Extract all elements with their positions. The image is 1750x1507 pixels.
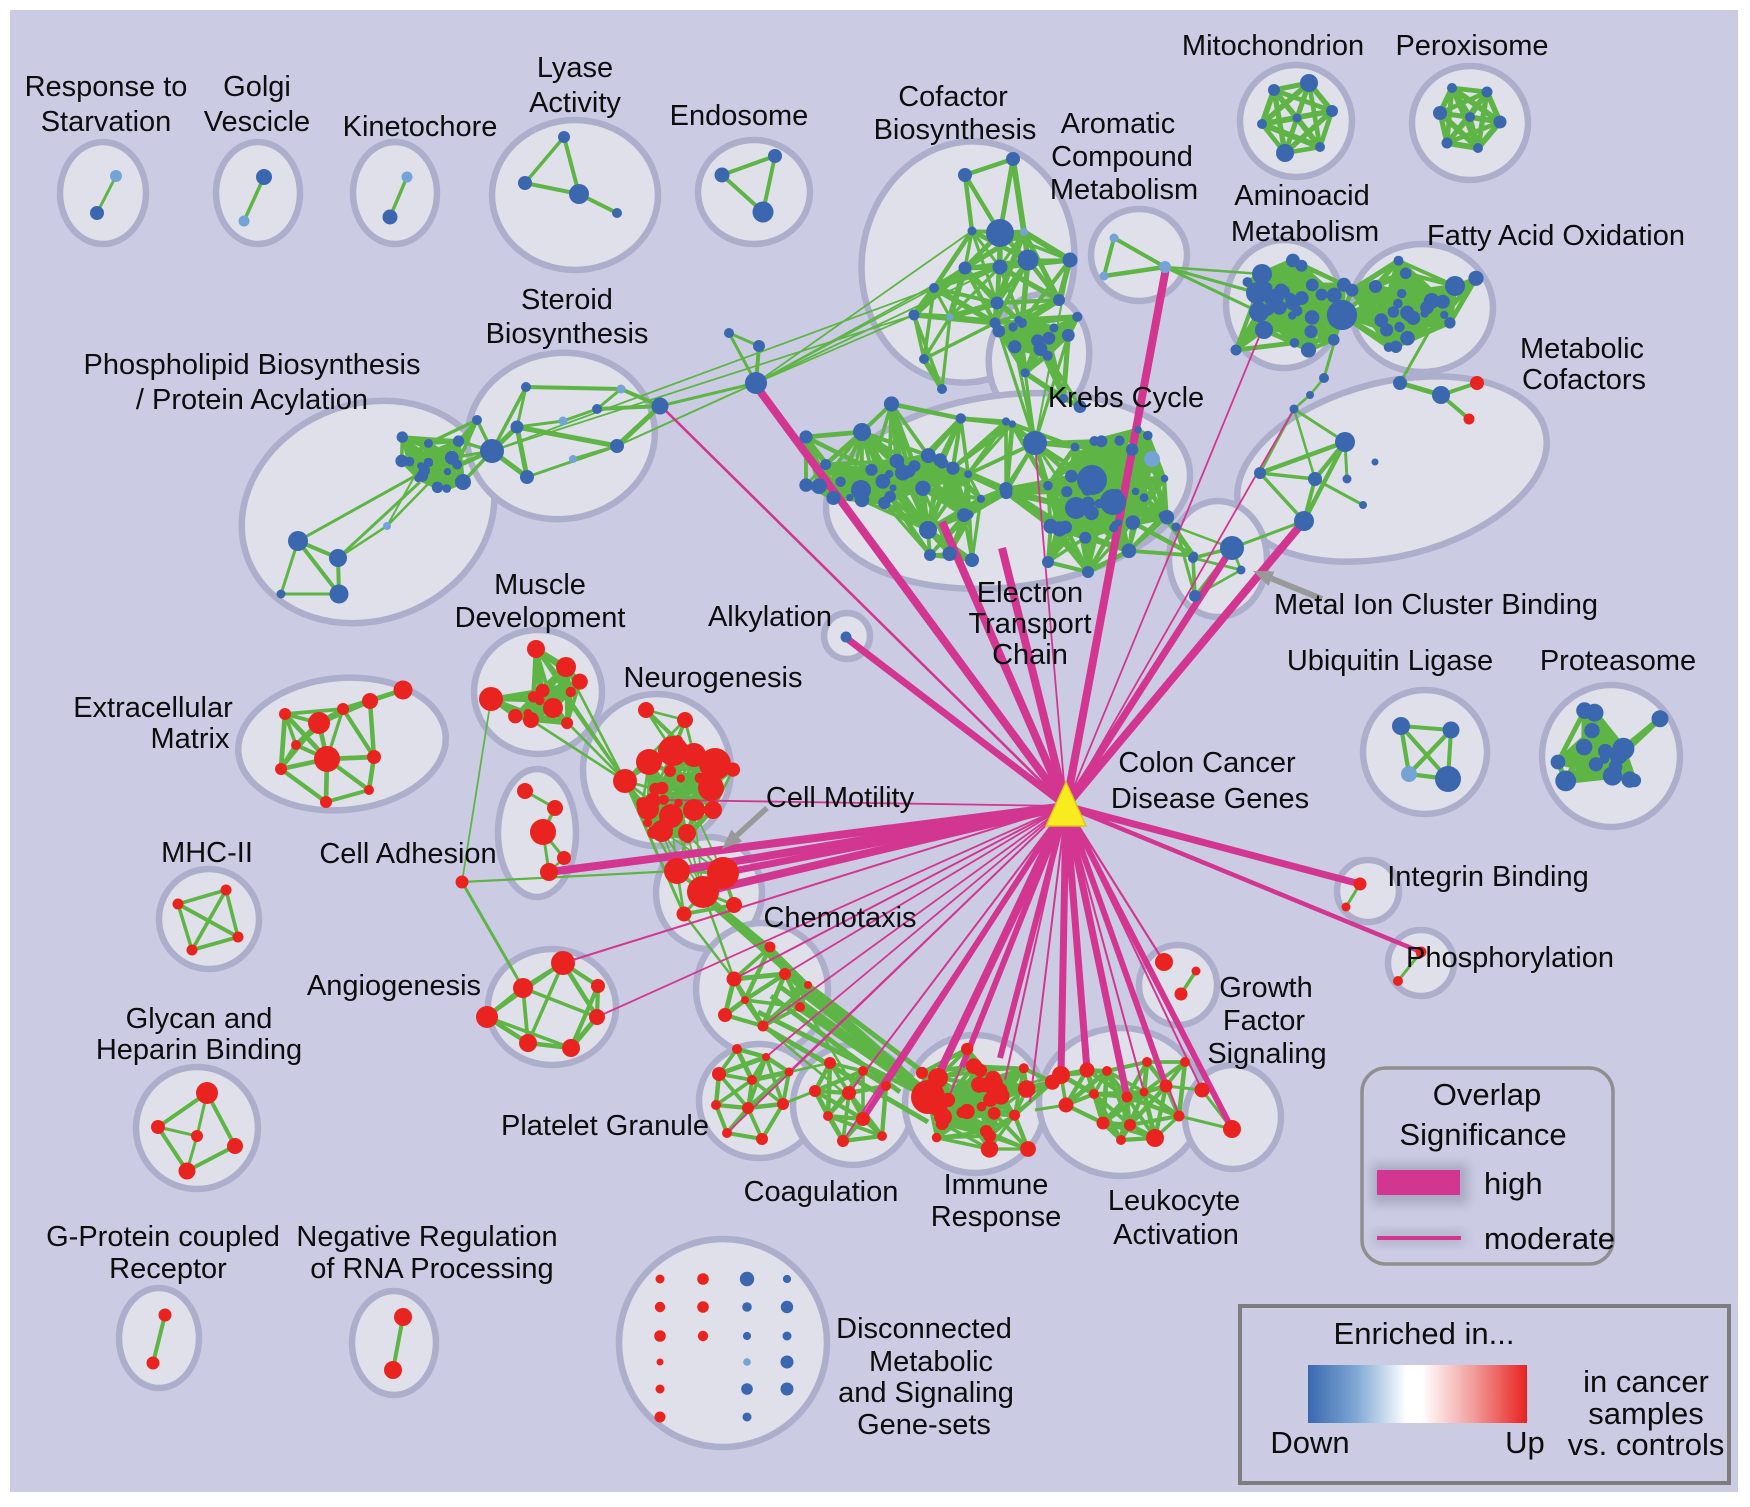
svg-text:Metabolism: Metabolism — [1231, 216, 1379, 248]
svg-text:Immune: Immune — [944, 1169, 1049, 1201]
svg-text:MHC-II: MHC-II — [161, 837, 253, 869]
svg-text:Phospholipid Biosynthesis: Phospholipid Biosynthesis — [84, 349, 421, 381]
svg-text:Cell Adhesion: Cell Adhesion — [319, 838, 496, 870]
svg-text:Alkylation: Alkylation — [708, 601, 832, 633]
svg-text:/ Protein Acylation: / Protein Acylation — [136, 384, 368, 416]
svg-text:Response to: Response to — [25, 71, 188, 103]
svg-text:Colon Cancer: Colon Cancer — [1118, 747, 1296, 779]
svg-text:Biosynthesis: Biosynthesis — [874, 114, 1037, 146]
svg-text:Development: Development — [455, 602, 626, 634]
svg-text:Metal Ion Cluster Binding: Metal Ion Cluster Binding — [1274, 589, 1598, 621]
svg-text:vs. controls: vs. controls — [1568, 1427, 1725, 1462]
svg-text:Receptor: Receptor — [109, 1253, 227, 1285]
svg-text:Cofactor: Cofactor — [898, 81, 1008, 113]
svg-text:Activity: Activity — [529, 87, 621, 119]
svg-text:Compound: Compound — [1051, 141, 1193, 173]
svg-text:Up: Up — [1505, 1425, 1545, 1460]
svg-text:Fatty Acid Oxidation: Fatty Acid Oxidation — [1427, 220, 1685, 252]
svg-text:Kinetochore: Kinetochore — [343, 111, 498, 143]
svg-text:Vescicle: Vescicle — [204, 106, 310, 138]
svg-text:samples: samples — [1588, 1396, 1703, 1431]
svg-text:Gene-sets: Gene-sets — [857, 1409, 991, 1441]
svg-text:Lyase: Lyase — [537, 52, 613, 84]
svg-text:Growth: Growth — [1219, 972, 1312, 1004]
svg-text:Metabolism: Metabolism — [1050, 174, 1198, 206]
svg-text:and Signaling: and Signaling — [838, 1377, 1014, 1409]
svg-text:Ubiquitin Ligase: Ubiquitin Ligase — [1287, 645, 1493, 677]
svg-text:Aromatic: Aromatic — [1061, 108, 1175, 140]
svg-text:Glycan and: Glycan and — [126, 1003, 273, 1035]
svg-text:Phosphorylation: Phosphorylation — [1406, 942, 1614, 974]
svg-text:Down: Down — [1270, 1425, 1349, 1460]
svg-text:Factor: Factor — [1223, 1005, 1306, 1037]
svg-text:Overlap: Overlap — [1433, 1077, 1542, 1112]
svg-text:Metabolic: Metabolic — [869, 1346, 993, 1378]
svg-text:Heparin Binding: Heparin Binding — [96, 1034, 302, 1066]
svg-text:Chemotaxis: Chemotaxis — [763, 902, 916, 934]
svg-text:Cofactors: Cofactors — [1522, 364, 1646, 396]
svg-text:Krebs Cycle: Krebs Cycle — [1048, 382, 1204, 414]
svg-text:Golgi: Golgi — [223, 71, 291, 103]
svg-text:Endosome: Endosome — [670, 100, 809, 132]
svg-text:moderate: moderate — [1484, 1221, 1615, 1256]
svg-text:Platelet Granule: Platelet Granule — [501, 1110, 709, 1142]
svg-text:high: high — [1484, 1166, 1543, 1201]
svg-text:Neurogenesis: Neurogenesis — [624, 662, 803, 694]
svg-text:Negative Regulation: Negative Regulation — [296, 1221, 557, 1253]
svg-text:Steroid: Steroid — [521, 284, 613, 316]
svg-text:Response: Response — [931, 1201, 1062, 1233]
svg-text:Disease Genes: Disease Genes — [1111, 783, 1309, 815]
svg-text:Activation: Activation — [1113, 1219, 1239, 1251]
svg-text:Leukocyte: Leukocyte — [1108, 1185, 1240, 1217]
svg-text:Signaling: Signaling — [1207, 1038, 1326, 1070]
svg-text:Aminoacid: Aminoacid — [1234, 180, 1369, 212]
svg-text:in cancer: in cancer — [1583, 1364, 1709, 1399]
svg-text:Mitochondrion: Mitochondrion — [1182, 30, 1364, 62]
svg-text:Peroxisome: Peroxisome — [1395, 30, 1548, 62]
svg-text:of RNA Processing: of RNA Processing — [310, 1253, 553, 1285]
svg-text:Starvation: Starvation — [41, 106, 172, 138]
svg-text:Extracellular: Extracellular — [73, 692, 233, 724]
svg-text:Disconnected: Disconnected — [836, 1313, 1012, 1345]
svg-text:G-Protein coupled: G-Protein coupled — [46, 1221, 280, 1253]
svg-text:Proteasome: Proteasome — [1540, 645, 1696, 677]
svg-text:Coagulation: Coagulation — [744, 1176, 899, 1208]
svg-text:Metabolic: Metabolic — [1520, 333, 1644, 365]
svg-text:Cell Motility: Cell Motility — [766, 782, 915, 814]
svg-text:Electron: Electron — [977, 577, 1083, 609]
svg-text:Biosynthesis: Biosynthesis — [486, 318, 649, 350]
svg-text:Angiogenesis: Angiogenesis — [307, 970, 481, 1002]
svg-text:Significance: Significance — [1399, 1117, 1566, 1152]
svg-text:Muscle: Muscle — [494, 569, 586, 601]
svg-text:Enriched in...: Enriched in... — [1334, 1316, 1515, 1351]
svg-text:Transport: Transport — [968, 608, 1091, 640]
svg-text:Chain: Chain — [992, 639, 1068, 671]
svg-text:Integrin Binding: Integrin Binding — [1387, 861, 1589, 893]
svg-text:Matrix: Matrix — [151, 723, 230, 755]
